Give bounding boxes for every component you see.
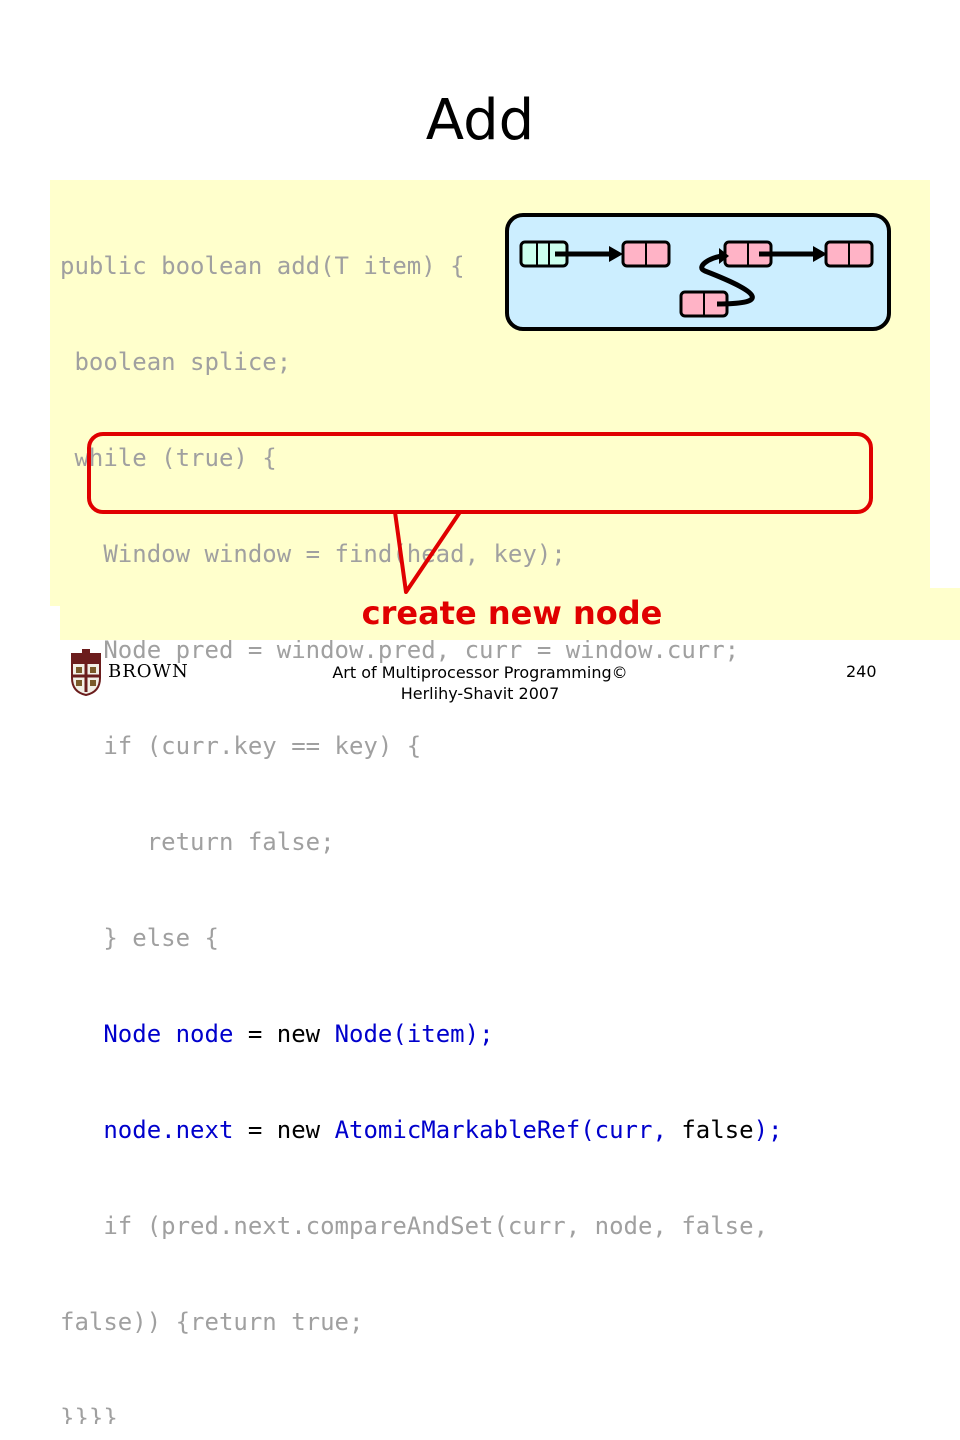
code-token: Node(item); [320, 1020, 494, 1048]
code-keyword: new [276, 1116, 321, 1144]
code-line: } else { [60, 924, 219, 952]
code-token: ); [753, 1116, 783, 1144]
curved-arrow-icon [699, 248, 755, 307]
callout-background [60, 588, 960, 640]
code-line: while (true) { [60, 444, 277, 472]
list-node-head [519, 240, 569, 268]
page-number: 240 [846, 662, 877, 681]
code-line: false)) {return true; [60, 1308, 364, 1336]
code-indent [60, 1020, 103, 1048]
code-keyword: new [276, 1020, 321, 1048]
code-line: if (pred.next.compareAndSet(curr, node, … [60, 1212, 769, 1240]
code-token: AtomicMarkableRef(curr, [320, 1116, 682, 1144]
code-indent [60, 1116, 103, 1144]
arrow-icon [759, 246, 827, 262]
code-line: }}}} [60, 1404, 118, 1424]
linked-list-diagram [505, 213, 891, 331]
callout-text: create new node [361, 594, 663, 632]
code-line: boolean splice; [60, 348, 292, 376]
highlighted-code-line-next-ref: node.next = new AtomicMarkableRef(curr, … [60, 1114, 783, 1146]
footer-brand: BROWN [108, 661, 189, 682]
list-node-new [679, 290, 729, 318]
code-token: = [233, 1116, 277, 1144]
footer-citation: Art of Multiprocessor Programming© Herli… [332, 663, 628, 703]
highlight-rectangle [87, 432, 873, 514]
code-token: Node node [103, 1020, 234, 1048]
code-keyword: false [681, 1116, 754, 1144]
list-node [621, 240, 671, 268]
brown-seal-logo-icon [71, 649, 101, 696]
highlight-callout-overlay [87, 432, 873, 594]
code-line: Window window = find(head, key); [60, 540, 566, 568]
arrow-icon [555, 246, 623, 262]
highlighted-code-line-new-node: Node node = new Node(item); [60, 1018, 783, 1050]
callout-pointer [393, 510, 462, 594]
code-line: public boolean add(T item) { [60, 252, 465, 280]
code-line: Node pred = window.pred, curr = window.c… [60, 636, 740, 664]
code-token: node.next [103, 1116, 234, 1144]
code-line: return false; [60, 828, 335, 856]
list-node-curr [824, 240, 874, 268]
code-line: if (curr.key == key) { [60, 732, 422, 760]
slide-title: Add [425, 88, 535, 153]
diagram-panel [505, 213, 891, 331]
code-token: = [233, 1020, 277, 1048]
